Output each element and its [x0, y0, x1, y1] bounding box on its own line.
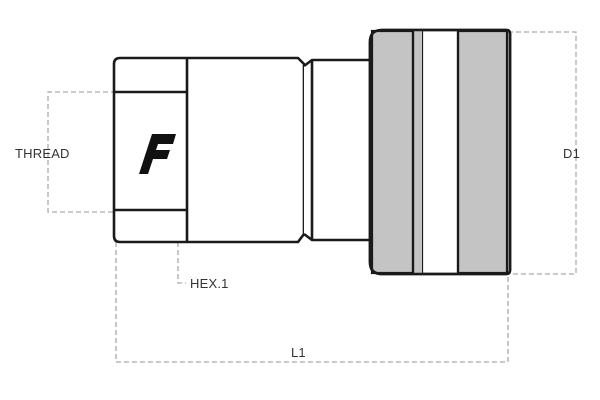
- sleeve-band-inner: [412, 31, 422, 273]
- sleeve-band-right: [456, 29, 509, 275]
- thread-dimension-line: [47, 91, 116, 213]
- coupling-body: [112, 28, 512, 276]
- hex-label: HEX.1: [190, 276, 229, 291]
- d1-dimension-line: [508, 31, 577, 275]
- body-neck: [303, 58, 374, 242]
- sleeve-band-mid: [370, 29, 415, 275]
- l1-label: L1: [291, 345, 306, 360]
- brand-logo: [139, 134, 176, 174]
- sleeve-outline: [368, 28, 512, 276]
- brand-logo-mark: [139, 134, 176, 174]
- d1-label: D1: [563, 146, 580, 161]
- hex-leader-line: [177, 242, 186, 284]
- l1-dimension-line: [115, 242, 509, 363]
- thread-label: THREAD: [15, 146, 70, 161]
- hex-end: [112, 56, 306, 244]
- dimension-lines: [47, 31, 577, 363]
